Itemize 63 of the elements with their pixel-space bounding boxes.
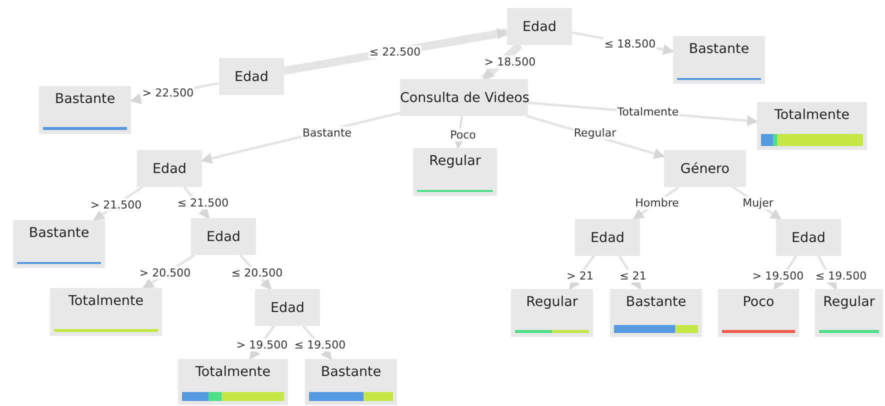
node-label: Totalmente: [67, 293, 145, 309]
node-label: Bastante: [624, 294, 688, 310]
node-label: Totalmente: [773, 107, 851, 123]
node-label: Edad: [522, 18, 558, 34]
edge-label: ≤ 22.500: [368, 46, 422, 58]
edge-label: > 22.500: [141, 86, 195, 100]
node-label: Bastante: [320, 364, 382, 380]
edge-label: ≤ 21.500: [176, 196, 230, 210]
edge-label: > 21.500: [89, 198, 143, 212]
node-label: Poco: [742, 294, 776, 310]
leaf-node-box: [757, 102, 867, 150]
leaf-node-box: [718, 289, 799, 337]
node-label: Edad: [790, 230, 826, 246]
leaf-node-box: [50, 288, 162, 336]
edge-label: Hombre: [634, 196, 680, 210]
connector-arrow: [283, 28, 508, 75]
edge-label: Regular: [572, 126, 618, 140]
edge-label: ≤ 18.500: [603, 38, 657, 50]
leaf-node-box: [815, 289, 883, 337]
edge-label: Totalmente: [616, 106, 680, 118]
split-node-box: [400, 79, 528, 116]
edge-label: Mujer: [742, 196, 774, 210]
split-node-box: [191, 218, 256, 255]
node-label: Género: [679, 160, 731, 176]
split-node-box: [219, 58, 284, 95]
node-label: Edad: [270, 300, 306, 316]
node-label: Edad: [590, 230, 626, 246]
split-node-box: [137, 150, 202, 187]
leaf-node-box: [305, 359, 397, 405]
node-label: Edad: [206, 228, 242, 244]
split-node-box: [507, 8, 572, 45]
edge-label: Poco: [449, 128, 477, 142]
node-label: Regular: [822, 294, 876, 310]
node-label: Bastante: [688, 41, 750, 57]
edge-label: > 19.500: [235, 338, 289, 352]
edge-label: ≤ 21: [618, 270, 648, 282]
edge-label: ≤ 19.500: [814, 270, 868, 282]
node-label: Bastante: [54, 91, 116, 107]
edge-label: ≤ 19.500: [293, 338, 347, 352]
node-label: Edad: [152, 160, 188, 176]
node-label: Totalmente: [194, 364, 272, 380]
leaf-node-box: [178, 359, 288, 405]
edge-label: > 18.500: [483, 56, 537, 68]
edge-label: > 19.500: [751, 270, 805, 282]
node-label: Regular: [428, 153, 482, 169]
leaf-node-box: [673, 36, 765, 84]
node-label: Edad: [234, 68, 270, 84]
leaf-node-box: [610, 289, 702, 337]
split-node-box: [664, 150, 746, 187]
split-node-box: [776, 219, 841, 256]
leaf-node-box: [511, 289, 593, 337]
node-label: Bastante: [28, 225, 90, 241]
node-label: Consulta de Videos: [400, 90, 528, 106]
edge-label: Bastante: [301, 126, 353, 140]
leaf-node-box: [39, 86, 131, 134]
split-node-box: [255, 289, 320, 326]
split-node-box: [575, 219, 640, 256]
leaf-node-box: [13, 220, 105, 268]
node-label: Regular: [525, 294, 579, 310]
edge-label: > 20.500: [138, 266, 192, 280]
edge-label: > 21: [566, 270, 594, 282]
leaf-node-box: [413, 148, 497, 196]
edge-label: ≤ 20.500: [230, 266, 284, 280]
